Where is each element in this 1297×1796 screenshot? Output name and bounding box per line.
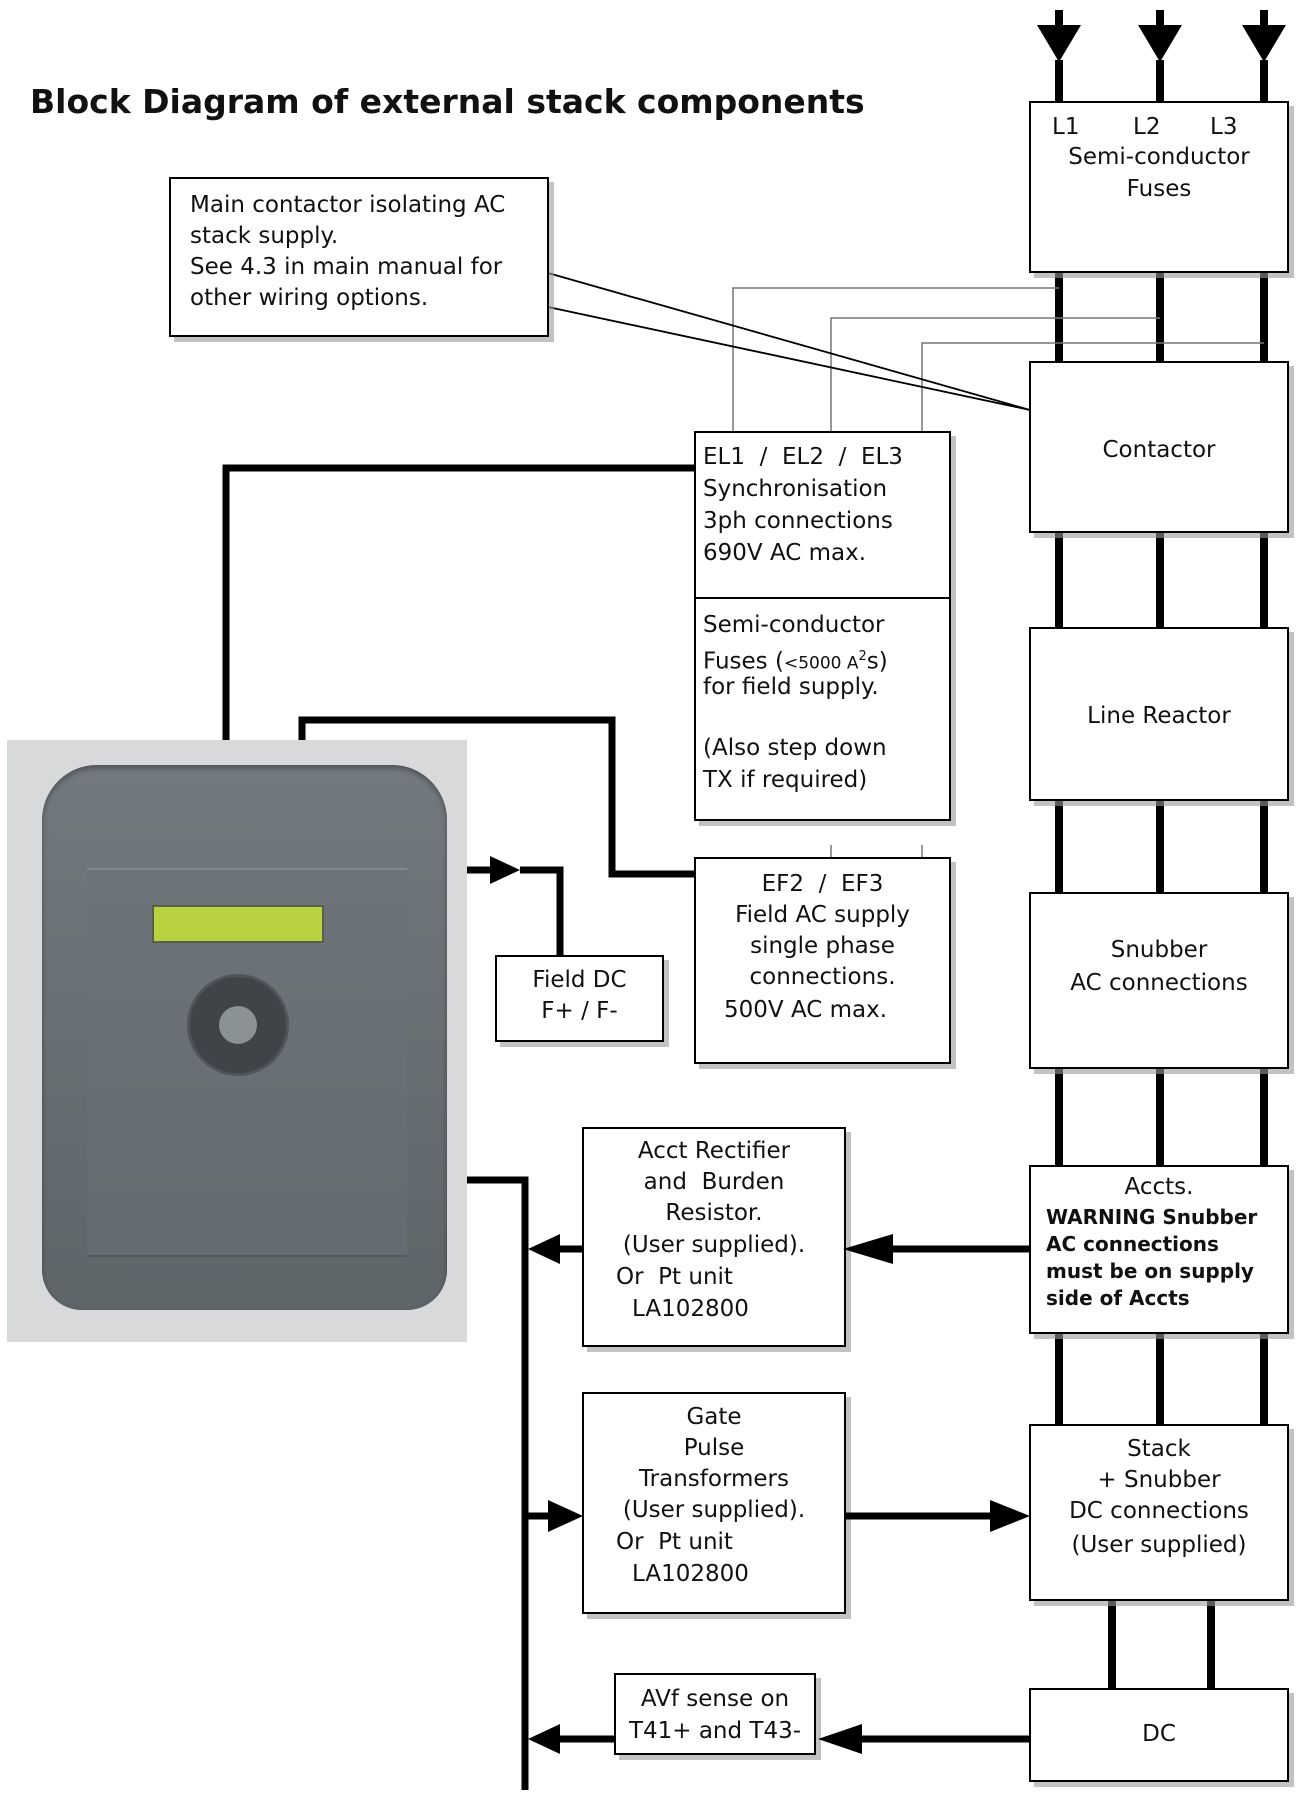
line-reactor-label: Line Reactor	[1087, 703, 1231, 729]
stack-box	[1029, 1424, 1289, 1601]
acct-rect-line-1: Acct Rectifier	[637, 1138, 791, 1164]
field-ac-supply-box	[694, 857, 951, 1064]
accts-warning-2: AC connections	[1046, 1232, 1219, 1256]
callout-line-2: stack supply.	[190, 223, 339, 249]
line-reactor-box	[1029, 627, 1289, 801]
sync-line-1: EL1 / EL2 / EL3	[703, 444, 903, 470]
snubber-ac-box	[1029, 892, 1289, 1069]
callout-line-3: See 4.3 in main manual for	[190, 254, 503, 280]
avf-sense-box	[614, 1673, 816, 1755]
field-fuses-line-4: (Also step down	[703, 735, 887, 761]
stack-label-3: DC connections	[1069, 1498, 1249, 1524]
gate-pulse-line-6: LA102800	[632, 1561, 749, 1587]
snubber-label-1: Snubber	[1110, 937, 1208, 963]
fuses-label-1: Semi-conductor	[1068, 144, 1250, 170]
accts-label: Accts.	[1124, 1174, 1194, 1200]
field-ac-line-5: 500V AC max.	[724, 997, 888, 1023]
field-fuses-line-5: TX if required)	[703, 767, 868, 793]
stack-label-1: Stack	[1127, 1436, 1191, 1462]
avf-sense-line-2: T41+ and T43-	[628, 1718, 802, 1744]
sync-line-3: 3ph connections	[703, 508, 893, 534]
gate-pulse-line-3: Transformers	[639, 1466, 789, 1492]
page-title: Block Diagram of external stack componen…	[30, 82, 865, 121]
gate-pulse-line-2: Pulse	[683, 1435, 745, 1461]
semiconductor-fuses-box	[1029, 101, 1289, 273]
accts-warning-1: WARNING Snubber	[1046, 1205, 1258, 1229]
field-fuses-line-3: for field supply.	[703, 674, 879, 700]
accts-warning-3: must be on supply	[1046, 1259, 1254, 1283]
gate-pulse-line-5: Or Pt unit	[616, 1529, 733, 1555]
acct-rectifier-box	[582, 1127, 846, 1347]
dc-box	[1029, 1688, 1289, 1782]
gate-pulse-box	[582, 1392, 846, 1614]
dc-label: DC	[1142, 1721, 1176, 1747]
field-ac-line-4: connections.	[749, 964, 896, 990]
drive-lcd-display	[152, 905, 324, 943]
phase-label-l1: L1	[1052, 114, 1080, 140]
phase-label-l3: L3	[1210, 114, 1238, 140]
field-dc-line-1: Field DC	[532, 967, 627, 993]
avf-sense-line-1: AVf sense on	[640, 1686, 790, 1712]
contactor-label: Contactor	[1102, 437, 1216, 463]
acct-rect-line-4: (User supplied).	[622, 1232, 806, 1258]
field-fuses-line-2: Fuses (<5000 A2s)	[703, 648, 888, 675]
drive-keypad-icon	[190, 977, 286, 1073]
sync-line-2: Synchronisation	[703, 476, 888, 502]
snubber-label-2: AC connections	[1070, 970, 1248, 996]
accts-box	[1029, 1165, 1289, 1334]
field-ac-line-2: Field AC supply	[735, 902, 910, 928]
stack-label-4: (User supplied)	[1071, 1532, 1247, 1558]
acct-rect-line-6: LA102800	[632, 1296, 749, 1322]
fuses-label-2: Fuses	[1126, 176, 1192, 202]
callout-box	[169, 177, 549, 337]
field-fuses-line-1: Semi-conductor	[703, 612, 885, 638]
synchronisation-box	[694, 431, 951, 821]
contactor-box	[1029, 361, 1289, 533]
gate-pulse-line-4: (User supplied).	[622, 1497, 806, 1523]
field-dc-box	[495, 955, 664, 1042]
field-dc-line-2: F+ / F-	[541, 998, 618, 1024]
field-ac-line-1: EF2 / EF3	[761, 871, 884, 897]
accts-warning-4: side of Accts	[1046, 1286, 1190, 1310]
dc-drive-unit-photo	[7, 740, 467, 1342]
phase-label-l2: L2	[1133, 114, 1161, 140]
stack-label-2: + Snubber	[1097, 1467, 1221, 1493]
acct-rect-line-2: and Burden	[643, 1169, 785, 1195]
acct-rect-line-3: Resistor.	[665, 1200, 763, 1226]
callout-line-4: other wiring options.	[190, 285, 429, 311]
acct-rect-line-5: Or Pt unit	[616, 1264, 733, 1290]
callout-line-1: Main contactor isolating AC	[190, 192, 506, 218]
field-ac-line-3: single phase	[750, 933, 895, 959]
sync-line-4: 690V AC max.	[703, 540, 867, 566]
gate-pulse-line-1: Gate	[686, 1404, 742, 1430]
